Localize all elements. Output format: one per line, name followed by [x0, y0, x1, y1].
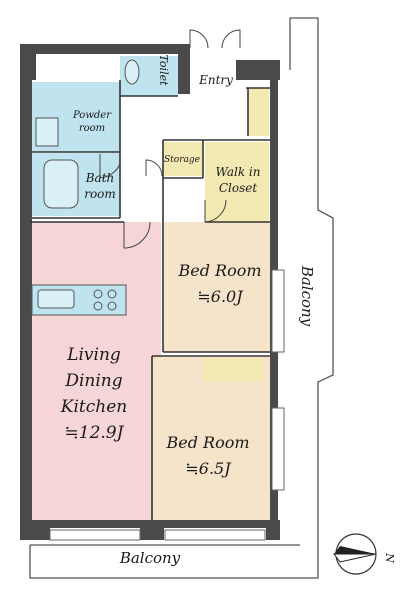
ldk-label-kitchen: Kitchen — [60, 397, 127, 417]
compass-arrow-icon — [333, 553, 377, 563]
kitchen-counter — [31, 284, 127, 316]
powder-room-label-line2: room — [79, 123, 105, 134]
walk-in-closet-label-line1: Walk in — [216, 165, 261, 179]
bath-tub — [43, 159, 79, 209]
powder-room-label-line1: Powder — [72, 110, 112, 121]
bed-room-1-area: ≒6.0J — [197, 287, 244, 306]
storage-label: Storage — [164, 155, 200, 165]
walk-in-closet-floor — [205, 142, 269, 222]
walk-in-closet-label-line2: Closet — [219, 181, 258, 195]
bed-room-1-floor — [163, 222, 271, 352]
ldk-label-living: Living — [66, 345, 121, 365]
balcony-right-label: Balcony — [298, 265, 316, 327]
bed-room-2-label: Bed Room — [165, 433, 249, 452]
bath-room-label-line1: Bath — [85, 171, 115, 185]
bed-room-2-closet-floor — [203, 358, 263, 382]
entry-label: Entry — [198, 73, 233, 87]
balcony-bottom-label: Balcony — [119, 549, 181, 567]
bed-room-2-area: ≒6.5J — [185, 459, 232, 478]
entry-closet-floor — [249, 88, 269, 136]
windows — [49, 269, 285, 541]
compass-label: N — [383, 552, 396, 563]
bed-room-2-floor — [153, 357, 271, 520]
toilet-fixture — [124, 59, 140, 85]
bath-room-label-line2: room — [84, 187, 116, 201]
doors — [99, 29, 241, 249]
compass-arrow-icon — [334, 546, 376, 554]
ldk-area: ≒12.9J — [65, 423, 125, 443]
ldk-label-dining: Dining — [64, 371, 122, 391]
bed-room-1-label: Bed Room — [177, 261, 261, 280]
ldk-floor — [30, 222, 161, 520]
interior-walls — [30, 80, 270, 520]
storage-floor — [163, 142, 203, 176]
toilet-label: Toilet — [157, 54, 170, 86]
compass: N — [333, 533, 396, 575]
wash-basin — [35, 117, 59, 147]
balcony-outline — [29, 17, 334, 579]
